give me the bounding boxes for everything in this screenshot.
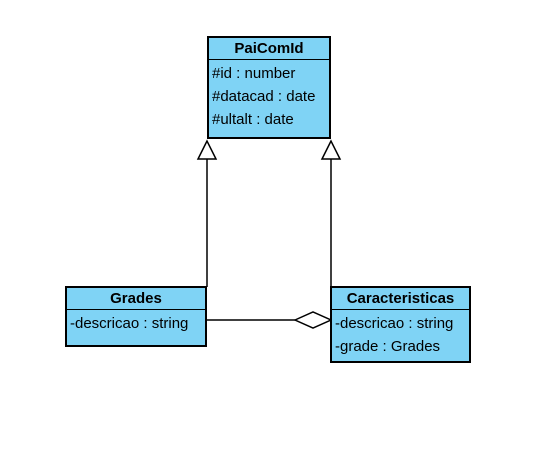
attribute-grade: -grade : Grades	[335, 338, 441, 355]
class-caracteristicas[interactable]: Caracteristicas -descricao : string -gra…	[330, 286, 471, 363]
attribute-descricao: -descricao : string	[335, 315, 454, 332]
class-name-caracteristicas: Caracteristicas	[332, 288, 469, 310]
class-name-grades: Grades	[67, 288, 205, 310]
class-name-paicomid: PaiComId	[209, 38, 329, 60]
attribute-id: #id : number	[212, 65, 296, 82]
attributes-caracteristicas: -descricao : string -grade : Grades	[332, 310, 469, 358]
generalization-arrowhead-caracteristicas	[320, 139, 342, 160]
attribute-descricao: -descricao : string	[70, 315, 189, 332]
class-grades[interactable]: Grades -descricao : string	[65, 286, 207, 347]
attribute-datacad: #datacad : date	[212, 88, 316, 105]
generalization-arrowhead-grades	[196, 139, 218, 160]
attributes-paicomid: #id : number #datacad : date #ultalt : d…	[209, 60, 329, 131]
attributes-grades: -descricao : string	[67, 310, 205, 335]
aggregation-diamond	[293, 311, 333, 329]
attribute-ultalt: #ultalt : date	[212, 111, 294, 128]
class-paicomid[interactable]: PaiComId #id : number #datacad : date #u…	[207, 36, 331, 139]
